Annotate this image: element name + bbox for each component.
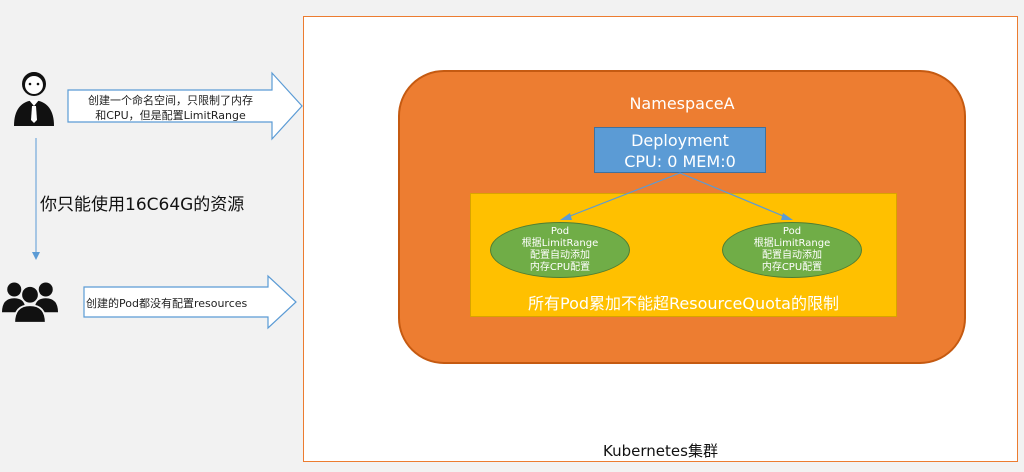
deployment-resources: CPU: 0 MEM:0 xyxy=(624,152,736,171)
admin-callout-line1: 创建一个命名空间，只限制了内存 xyxy=(88,94,253,107)
users-callout-text: 创建的Pod都没有配置resources xyxy=(86,297,248,310)
cluster-label: Kubernetes集群 xyxy=(603,442,718,460)
resource-limit-note: 你只能使用16C64G的资源 xyxy=(40,195,245,215)
pod-text-line: 内存CPU配置 xyxy=(761,262,823,273)
deployment-to-pod2-arrow xyxy=(679,172,789,219)
pod-label: Pod xyxy=(550,226,570,237)
pod-text-line: 根据LimitRange xyxy=(753,238,831,249)
admin-callout-text: 创建一个命名空间，只限制了内存 和CPU，但是配置LimitRange xyxy=(68,93,273,123)
users-callout-arrow xyxy=(83,274,297,330)
pod-text-line: 配置自动添加 xyxy=(530,250,590,261)
pod-ellipse: Pod 根据LimitRange 配置自动添加 内存CPU配置 xyxy=(490,222,630,278)
pod-ellipse: Pod 根据LimitRange 配置自动添加 内存CPU配置 xyxy=(722,222,862,278)
pod-text-line: 配置自动添加 xyxy=(762,250,822,261)
admin-to-users-arrowhead xyxy=(32,252,40,260)
deployment-to-pod1-arrowhead xyxy=(560,213,572,220)
deployment-name: Deployment xyxy=(631,131,729,150)
admin-callout-line2: 和CPU，但是配置LimitRange xyxy=(95,109,246,122)
pod-text-line: 内存CPU配置 xyxy=(529,262,591,273)
deployment-to-pod2-arrowhead xyxy=(781,213,793,220)
deployment-box: Deployment CPU: 0 MEM:0 xyxy=(594,127,766,173)
person-with-tie-icon xyxy=(14,72,54,126)
deployment-to-pod1-arrow xyxy=(564,172,681,219)
pod-text-line: 根据LimitRange xyxy=(521,238,599,249)
namespace-title: NamespaceA xyxy=(629,94,735,113)
resource-quota-text: 所有Pod累加不能超ResourceQuota的限制 xyxy=(527,294,839,313)
pod-label: Pod xyxy=(782,226,802,237)
admin-callout-arrow xyxy=(67,71,303,141)
user-group-icon xyxy=(2,282,58,324)
